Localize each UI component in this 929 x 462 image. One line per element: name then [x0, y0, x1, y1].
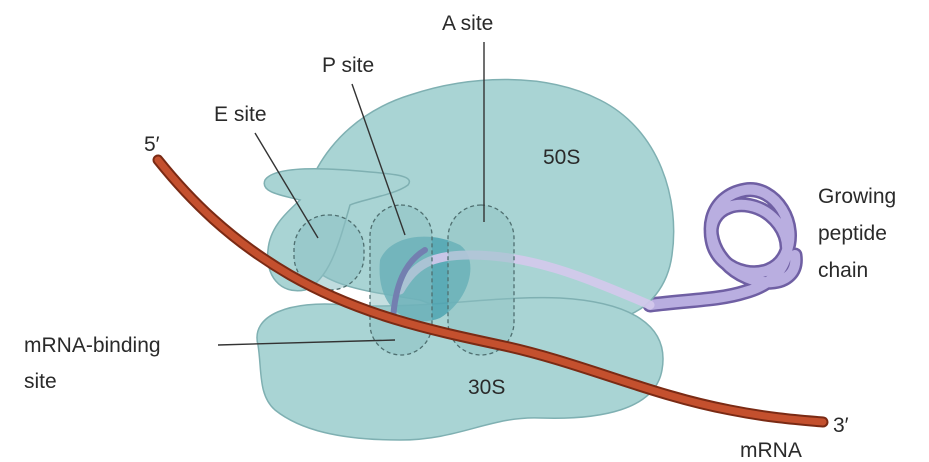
large-subunit-label: 50S: [543, 146, 580, 169]
three-prime-label: 3′: [833, 414, 849, 437]
mrna-binding-label-line2: site: [24, 370, 57, 393]
five-prime-label: 5′: [144, 133, 160, 156]
e-site-label: E site: [214, 103, 267, 126]
a-site-label: A site: [442, 12, 493, 35]
peptide-label-line3: chain: [818, 259, 868, 282]
peptide-label-line1: Growing: [818, 185, 896, 208]
small-subunit-label: 30S: [468, 376, 505, 399]
mrna-binding-label-line1: mRNA-binding: [24, 334, 161, 357]
mrna-label: mRNA: [740, 439, 802, 462]
peptide-label-line2: peptide: [818, 222, 887, 245]
p-site-label: P site: [322, 54, 374, 77]
